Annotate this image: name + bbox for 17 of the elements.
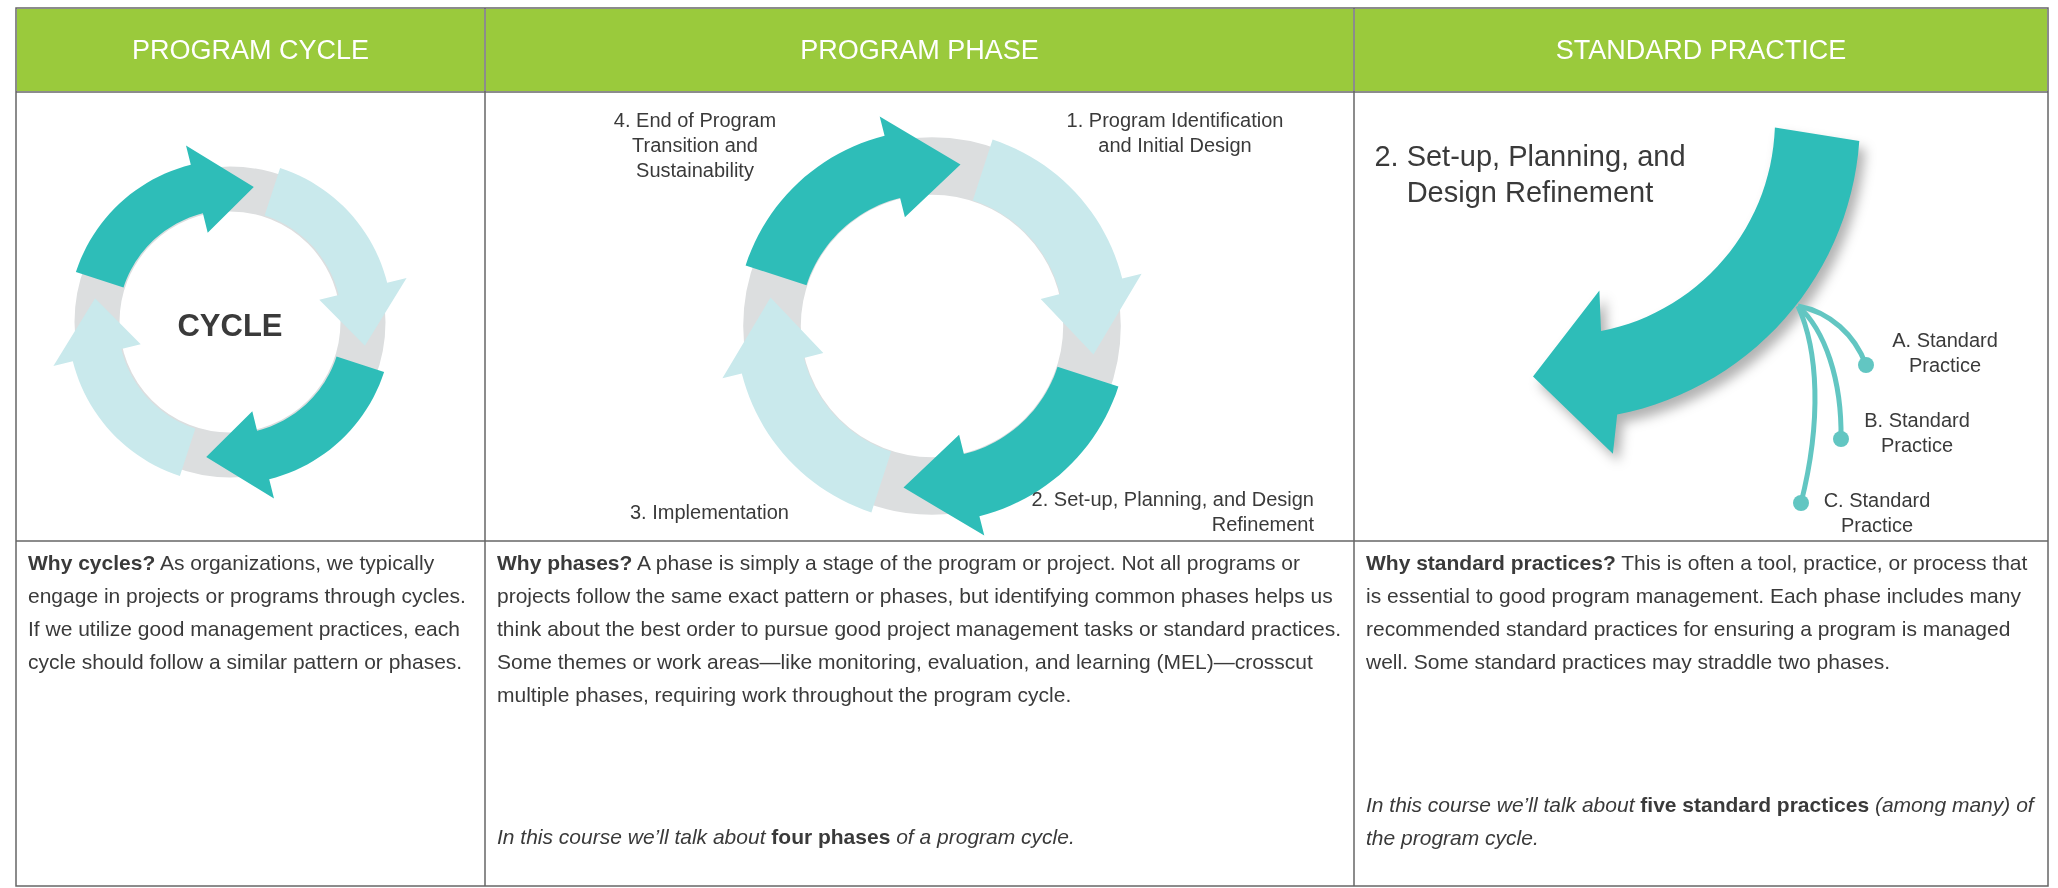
practice-label: C. Standard Practice xyxy=(1822,488,1932,538)
phase-label: 3. Implementation xyxy=(630,500,790,525)
phase-label: 2. Set-up, Planning, and Design Refinement xyxy=(1373,139,1687,210)
column-header: PROGRAM PHASE xyxy=(486,9,1353,91)
description-text: Why phases? A phase is simply a stage of the program or project. Not all programs or projects follow the same exact pattern or phases, but identifying common phases helps us think about the best order to pursue good project management tasks or standard practices. Some themes or work areas—like monitoring, evaluation, and learning (MEL)—crosscut multiple phases, requiring work throughout the program cycle. xyxy=(497,550,1342,708)
column-header: PROGRAM CYCLE xyxy=(17,9,484,91)
phase-label: 2. Set-up, Planning, and Design Refinement xyxy=(1030,487,1314,537)
phase-label: 4. End of Program Transition and Sustainability xyxy=(612,108,778,183)
practice-label: A. Standard Practice xyxy=(1891,328,1999,378)
description-text: Why cycles? As organizations, we typically engage in projects or programs through cycles. If we utilize good management practices, each cycle should follow a similar pattern or phases. xyxy=(28,550,467,675)
phase-label: 1. Program Identification and Initial Design xyxy=(1065,108,1285,158)
column-header: STANDARD PRACTICE xyxy=(1355,9,2047,91)
note-text: In this course we’ll talk about five standard practices (among many) of the program cycle. xyxy=(1366,792,2037,851)
description-text: Why standard practices? This is often a tool, practice, or process that is essential to good program management. Each phase includes many recommended standard practices for ensuring a program is managed well. Some standard practices may straddle two phases. xyxy=(1366,550,2029,675)
practice-label: B. Standard Practice xyxy=(1863,408,1971,458)
note-text: In this course we’ll talk about four phases of a program cycle. xyxy=(497,824,1076,850)
cycle-label: CYCLE xyxy=(176,307,284,345)
